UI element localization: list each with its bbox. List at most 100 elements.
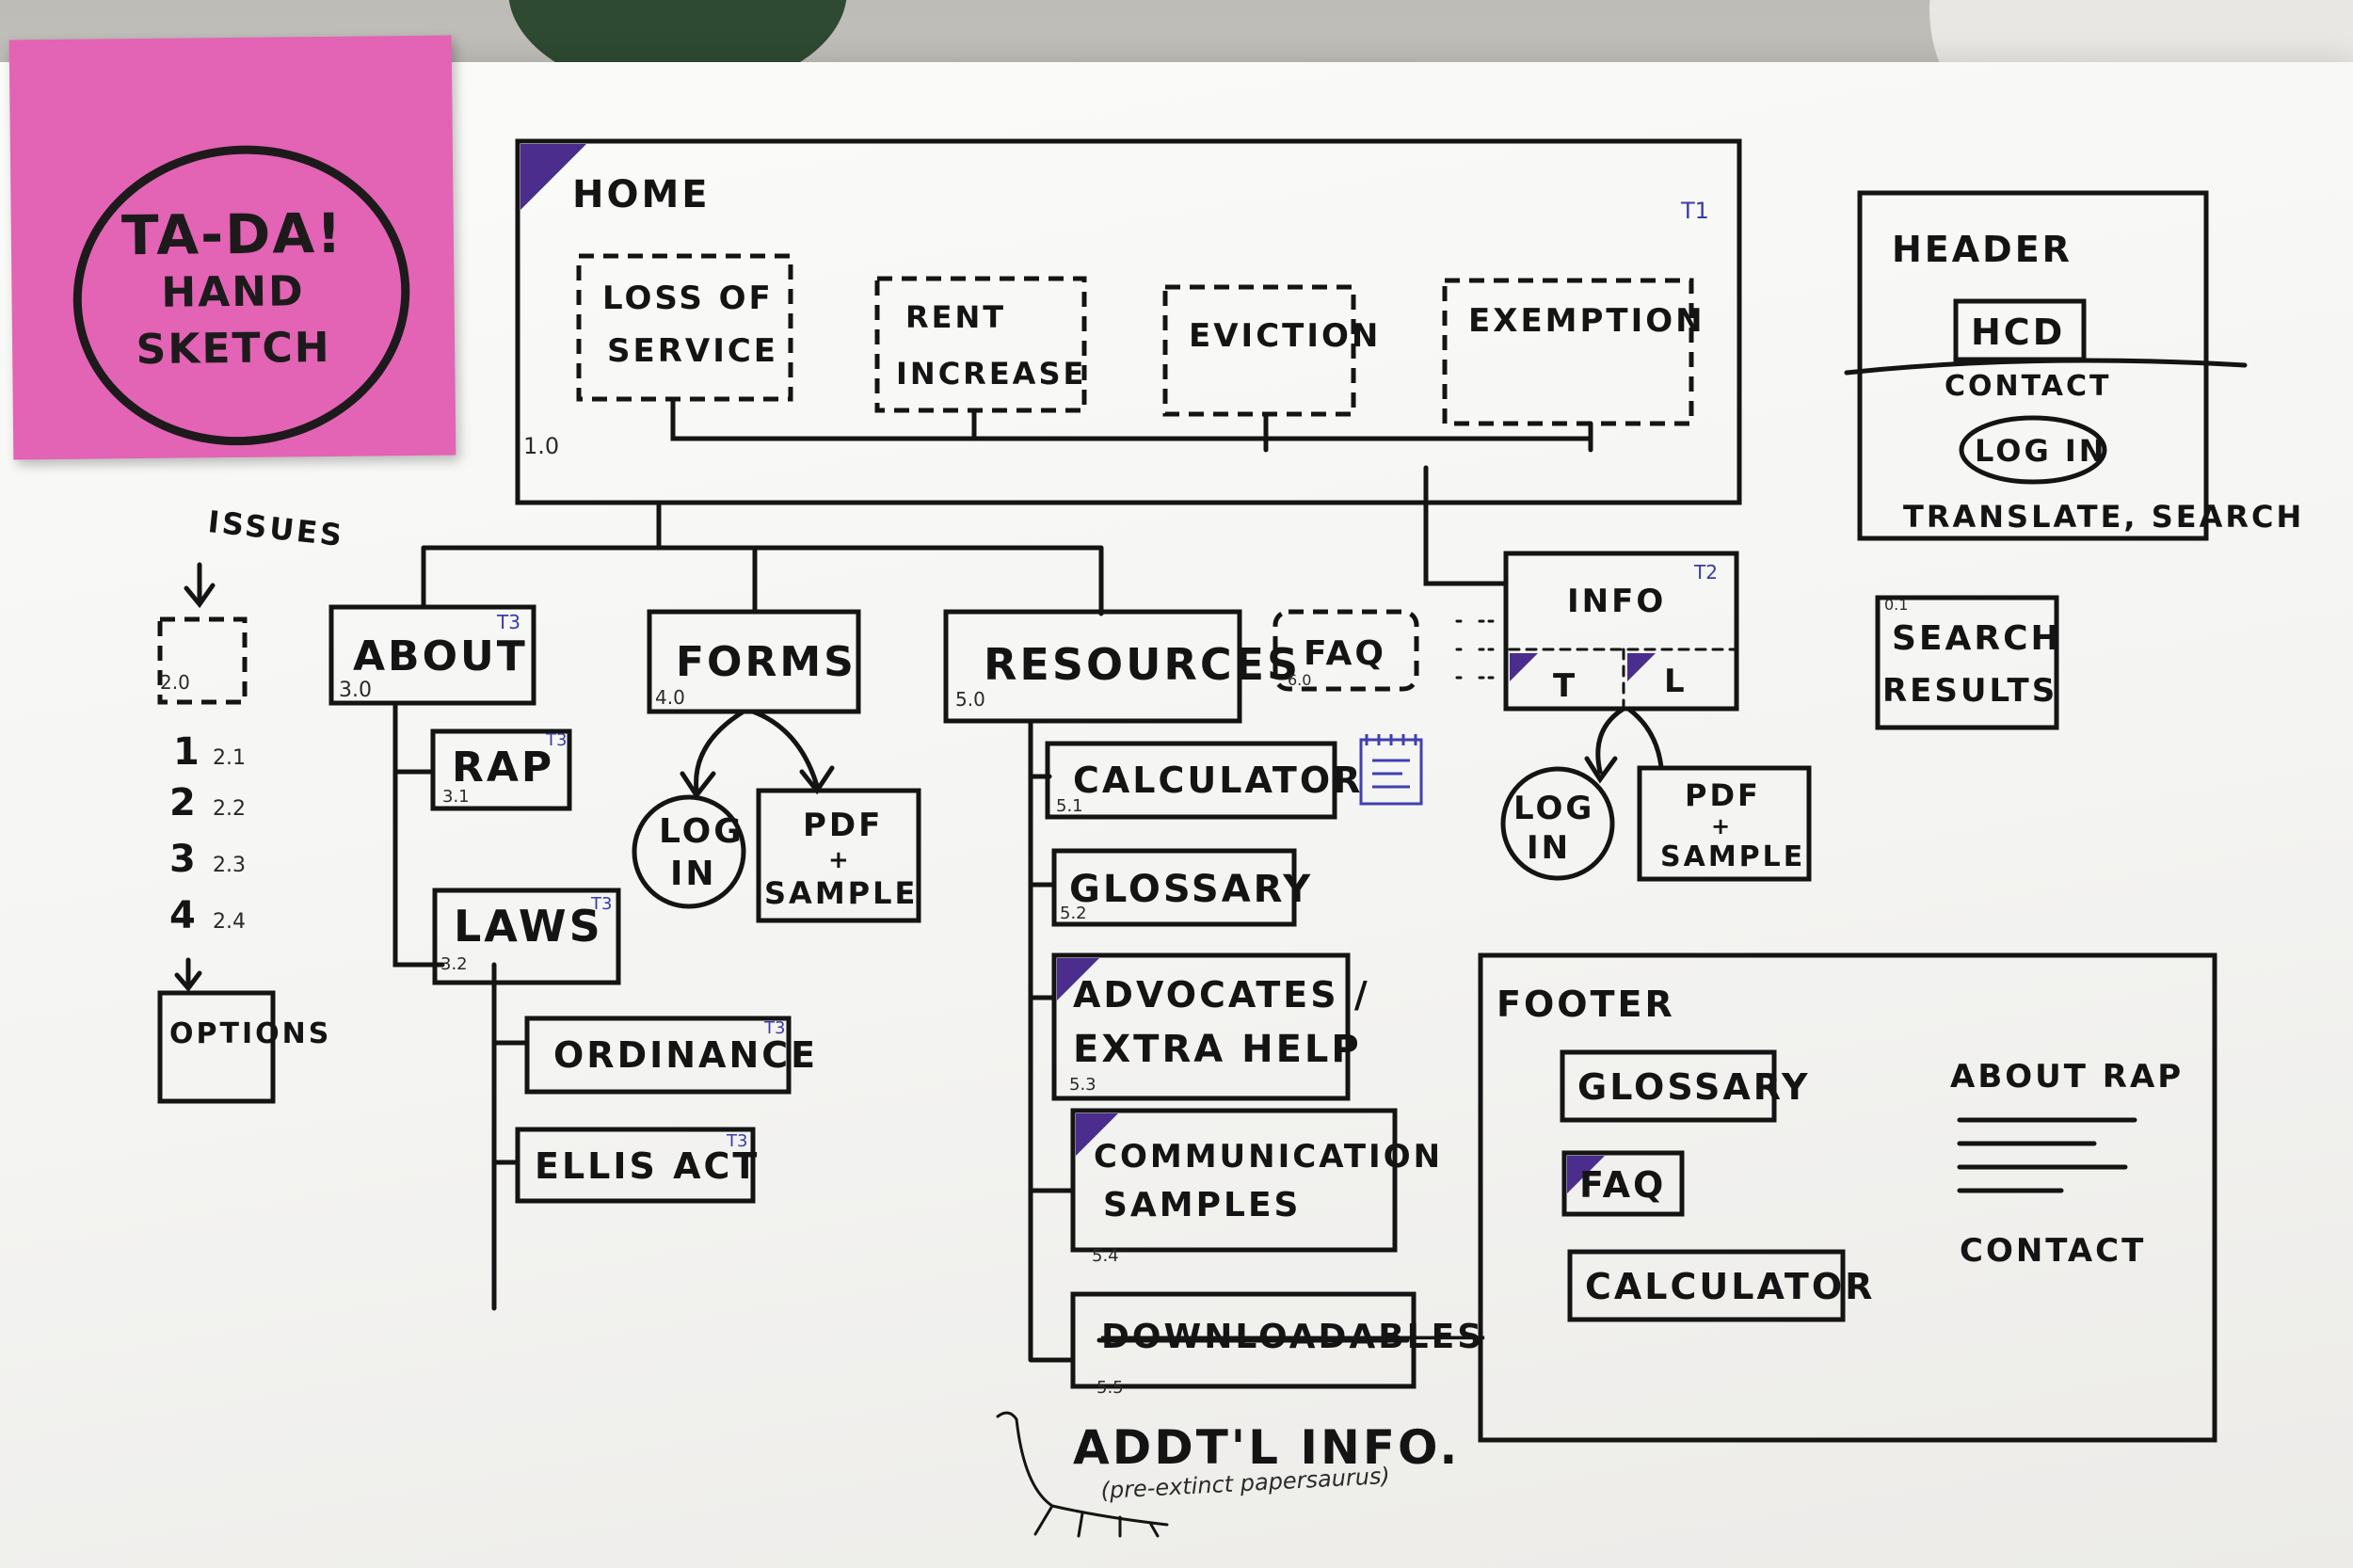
forms-title: FORMS bbox=[676, 638, 856, 686]
resources-title: RESOURCES bbox=[984, 639, 1301, 690]
advocates-title: EXTRA HELP bbox=[1073, 1028, 1362, 1071]
search-results-number: 0.1 bbox=[1884, 596, 1908, 614]
communication-samples-title: SAMPLES bbox=[1103, 1186, 1301, 1224]
info-pdf-box: PDF + SAMPLE bbox=[1637, 765, 1812, 882]
forms-pdf-text: PDF bbox=[803, 807, 883, 844]
home-item-text: INCREASE bbox=[896, 356, 1086, 392]
ellis-act-tier: T3 bbox=[726, 1131, 747, 1151]
communication-samples-box: COMMUNICATION SAMPLES 5.4 bbox=[1070, 1108, 1443, 1266]
footer-panel: FOOTER GLOSSARY FAQ CALCULATOR ABOUT RAP… bbox=[1478, 952, 2217, 1443]
ordinance-box: ORDINANCE T3 bbox=[524, 1016, 818, 1095]
info-divider bbox=[1508, 648, 1736, 708]
rap-number: 3.1 bbox=[442, 787, 470, 807]
header-hcd: HCD bbox=[1971, 312, 2065, 353]
info-login-text: IN bbox=[1527, 829, 1571, 867]
search-results-box: 0.1 SEARCH RESULTS bbox=[1875, 595, 2062, 730]
header-panel: HEADER HCD CONTACT LOG IN TRANSLATE, SEA… bbox=[1844, 190, 2304, 541]
forms-box: FORMS 4.0 bbox=[647, 609, 861, 714]
footer-glossary: GLOSSARY bbox=[1577, 1066, 1811, 1108]
advocates-number: 5.3 bbox=[1069, 1075, 1096, 1095]
faq-box: FAQ 6.0 bbox=[1273, 609, 1419, 692]
about-box: ABOUT T3 3.0 bbox=[328, 604, 536, 706]
communication-samples-title: COMMUNICATION bbox=[1094, 1138, 1443, 1176]
resources-children-connector bbox=[1028, 718, 1076, 1363]
home-to-sections-connector bbox=[421, 500, 1104, 616]
calculator-box: CALCULATOR 5.1 bbox=[1045, 741, 1363, 820]
info-title: INFO bbox=[1567, 583, 1666, 620]
home-item-text: LOSS OF bbox=[602, 280, 774, 317]
header-login: LOG IN bbox=[1975, 433, 2107, 469]
addtl-info-title: ADDT'L INFO. bbox=[1073, 1420, 1460, 1475]
issues-options: OPTIONS bbox=[169, 1017, 331, 1050]
home-to-info-connector bbox=[1423, 465, 1509, 586]
sticky-line-2: HAND bbox=[161, 267, 305, 317]
info-pdf-text: SAMPLE bbox=[1660, 840, 1805, 873]
corner-marker bbox=[1567, 1156, 1605, 1193]
home-number: 1.0 bbox=[523, 433, 559, 459]
issues-group: ISSUES 2.0 1 2.1 2 2.2 3 2.3 4 2.4 OPTIO… bbox=[157, 504, 346, 1104]
laws-title: LAWS bbox=[454, 901, 603, 952]
footer-calculator: CALCULATOR bbox=[1585, 1266, 1875, 1307]
info-login-circle: LOG IN bbox=[1500, 766, 1615, 881]
header-contact: CONTACT bbox=[1945, 370, 2111, 403]
home-items-connector bbox=[670, 396, 1593, 453]
search-results-line1: SEARCH bbox=[1892, 619, 2062, 658]
header-translate-search: TRANSLATE, SEARCH bbox=[1903, 499, 2304, 535]
header-title: HEADER bbox=[1892, 229, 2073, 270]
calculator-title: CALCULATOR bbox=[1073, 760, 1363, 801]
resources-number: 5.0 bbox=[955, 688, 985, 711]
rap-tier: T3 bbox=[545, 730, 567, 750]
footer-contact: CONTACT bbox=[1960, 1232, 2146, 1270]
home-title: HOME bbox=[572, 173, 711, 216]
info-pdf-text: + bbox=[1711, 813, 1733, 840]
corner-marker bbox=[1627, 653, 1656, 681]
ordinance-tier: T3 bbox=[763, 1018, 785, 1038]
downloadables-number: 5.5 bbox=[1096, 1378, 1124, 1398]
issue-row-code: 2.3 bbox=[213, 854, 246, 877]
footer-about-rap: ABOUT RAP bbox=[1950, 1058, 2184, 1096]
home-box: HOME T1 1.0 bbox=[515, 138, 1742, 505]
arrow-down-icon bbox=[184, 562, 216, 609]
forms-pdf-text: + bbox=[828, 846, 852, 874]
home-item-exemption: EXEMPTION bbox=[1442, 278, 1705, 426]
notepad-icon bbox=[1359, 734, 1423, 806]
home-item-loss-of-service: LOSS OF SERVICE bbox=[576, 253, 793, 402]
downloadables-title: DOWNLOADABLES bbox=[1101, 1318, 1484, 1356]
forms-pdf-box: PDF + SAMPLE bbox=[756, 788, 921, 923]
issue-row-number: 1 bbox=[173, 730, 202, 774]
search-results-line2: RESULTS bbox=[1882, 672, 2057, 710]
issues-label: ISSUES bbox=[206, 504, 346, 553]
glossary-title: GLOSSARY bbox=[1069, 868, 1313, 911]
issue-row-code: 2.1 bbox=[213, 746, 246, 770]
advocates-title: ADVOCATES / bbox=[1073, 974, 1370, 1016]
advocates-box: ADVOCATES / EXTRA HELP 5.3 bbox=[1051, 952, 1370, 1101]
issue-row-code: 2.4 bbox=[213, 910, 246, 934]
home-item-text: EXEMPTION bbox=[1468, 302, 1705, 340]
footer-faq: FAQ bbox=[1579, 1164, 1666, 1206]
issue-row-number: 2 bbox=[169, 781, 199, 824]
downloadables-box: DOWNLOADABLES 5.5 bbox=[1070, 1291, 1484, 1398]
ordinance-title: ORDINANCE bbox=[553, 1034, 818, 1076]
faq-title: FAQ bbox=[1304, 634, 1386, 673]
footer-text-lines bbox=[1957, 1117, 2137, 1193]
glossary-number: 5.2 bbox=[1060, 904, 1087, 923]
about-children-connector bbox=[392, 700, 530, 1311]
info-t: T bbox=[1553, 667, 1577, 705]
forms-pdf-text: SAMPLE bbox=[764, 875, 918, 911]
sticky-line-1: TA-DA! bbox=[120, 200, 344, 268]
forms-login-text: LOG bbox=[659, 812, 744, 851]
forms-login-circle: LOG IN bbox=[632, 794, 746, 909]
ellis-act-box: ELLIS ACT T3 bbox=[515, 1127, 757, 1204]
about-tier: T3 bbox=[496, 611, 520, 633]
issue-row-code: 2.2 bbox=[213, 797, 246, 821]
dinosaur-icon bbox=[996, 1411, 1169, 1538]
info-tier: T2 bbox=[1693, 561, 1718, 584]
about-number: 3.0 bbox=[339, 679, 372, 702]
laws-tier: T3 bbox=[590, 894, 612, 914]
corner-marker bbox=[1510, 653, 1538, 681]
home-item-text: EVICTION bbox=[1189, 317, 1381, 355]
info-login-text: LOG bbox=[1513, 790, 1594, 827]
corner-marker bbox=[1076, 1113, 1118, 1156]
list-icon bbox=[1455, 619, 1500, 680]
laws-box: LAWS T3 3.2 bbox=[432, 888, 621, 985]
